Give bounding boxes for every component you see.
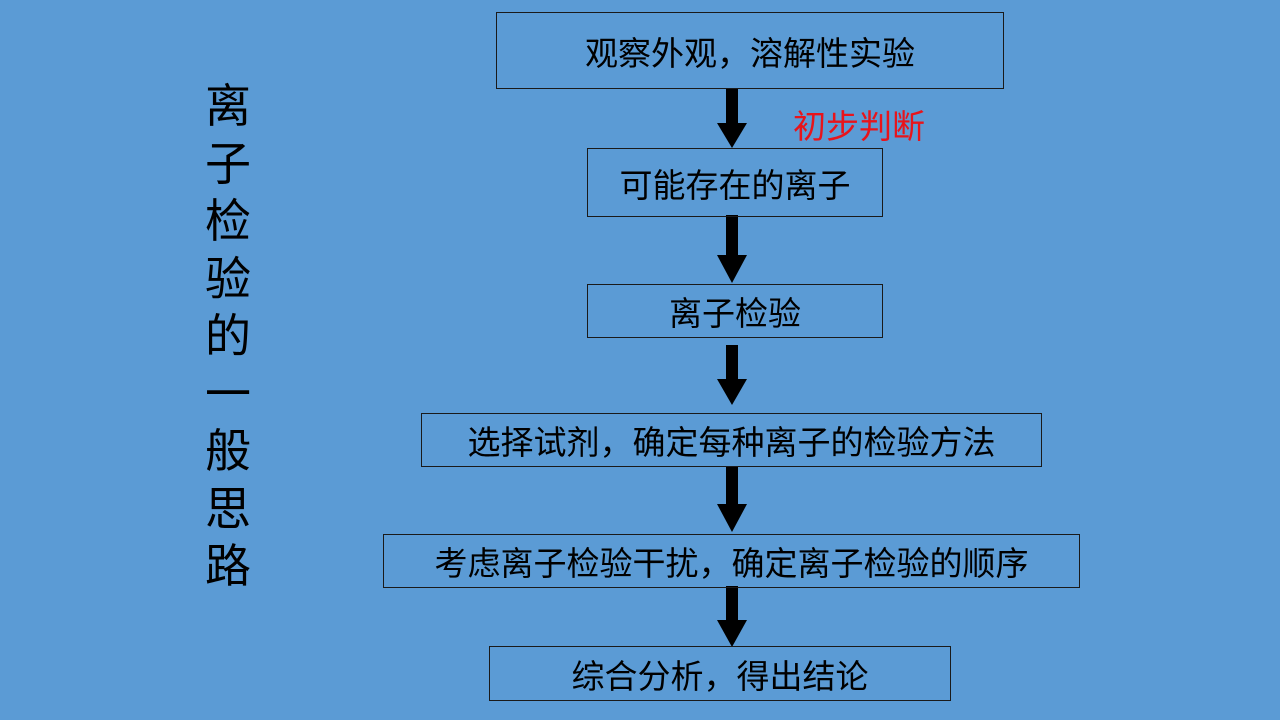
step-label: 选择试剂，确定每种离子的检验方法	[467, 423, 996, 462]
step-ion-test-box: 离子检验	[587, 284, 883, 338]
arrow-3	[717, 345, 747, 405]
title-char: 路	[205, 539, 251, 593]
step-observe-box: 观察外观，溶解性实验	[496, 12, 1004, 89]
arrow-2	[717, 215, 747, 283]
vertical-title: 离 子 检 验 的 一 般 思 路	[200, 78, 256, 596]
arrow-4	[717, 466, 747, 532]
step-label: 综合分析，得出结论	[571, 656, 869, 696]
title-char: 般	[205, 424, 251, 478]
title-char: 检	[205, 194, 251, 248]
title-char: 离	[205, 79, 251, 133]
step-possible-ions-box: 可能存在的离子	[587, 148, 883, 217]
step-conclusion-box: 综合分析，得出结论	[489, 646, 951, 701]
arrow-5	[717, 586, 747, 647]
title-char: 的	[205, 309, 251, 363]
title-char: 思	[205, 481, 251, 536]
preliminary-judgment-annotation: 初步判断	[793, 107, 925, 146]
step-label: 离子检验	[669, 294, 801, 333]
step-interference-order-box: 考虑离子检验干扰，确定离子检验的顺序	[383, 534, 1080, 588]
step-label: 考虑离子检验干扰，确定离子检验的顺序	[434, 544, 1029, 583]
step-label: 观察外观，溶解性实验	[585, 33, 915, 73]
title-char: 验	[205, 251, 251, 306]
title-char: 一	[205, 366, 251, 421]
title-char: 子	[205, 136, 251, 191]
step-label: 可能存在的离子	[619, 165, 851, 205]
step-select-reagent-box: 选择试剂，确定每种离子的检验方法	[421, 413, 1042, 467]
arrow-1	[717, 88, 747, 148]
